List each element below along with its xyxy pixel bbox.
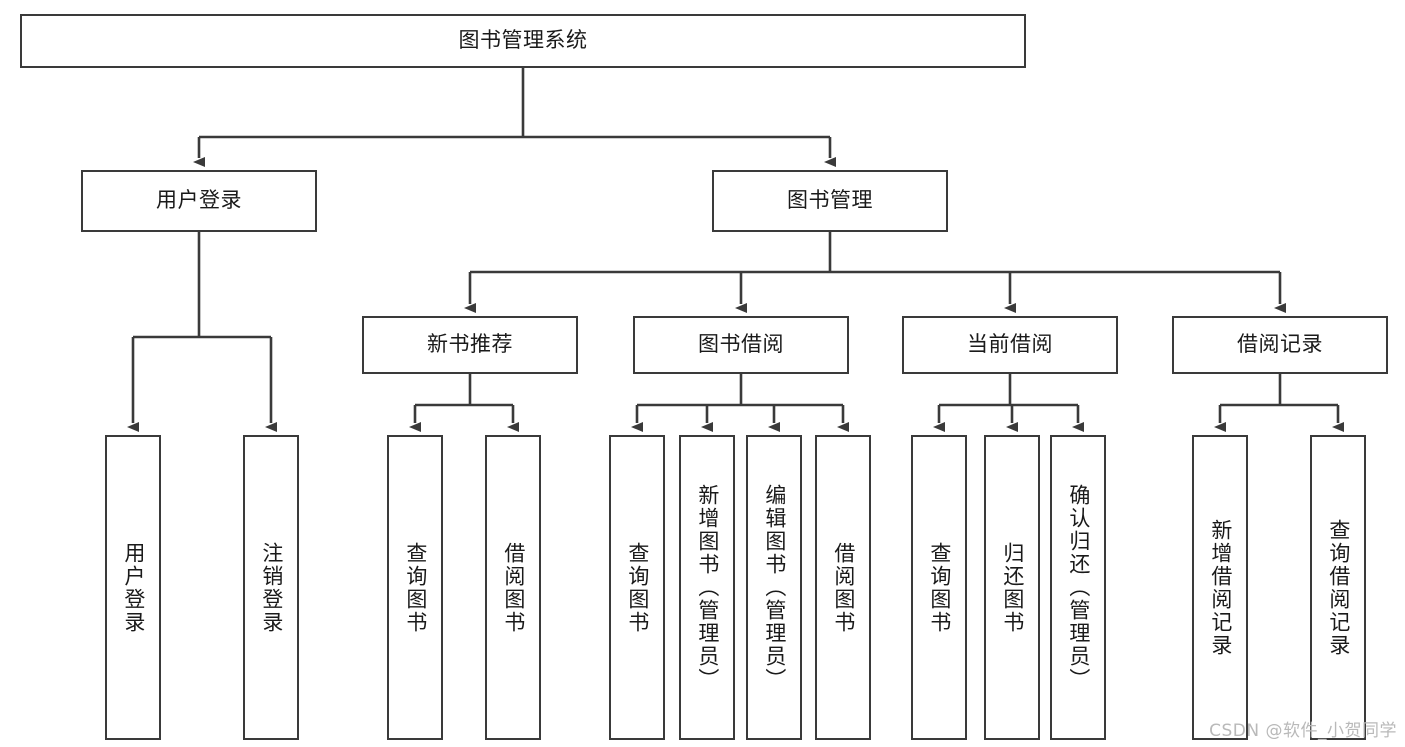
node-label: 用户登录: [156, 188, 242, 213]
node-logout-leaf[interactable]: 注销登录: [243, 435, 299, 740]
node-label: 查询图书: [927, 541, 952, 634]
watermark-text: CSDN @软件_小贺同学: [1209, 721, 1397, 741]
node-query-borrow-record[interactable]: 查询借阅记录: [1310, 435, 1366, 740]
node-book-management[interactable]: 图书管理: [712, 170, 948, 232]
node-label: 查询图书: [403, 541, 428, 634]
node-edit-book[interactable]: 编辑图书（管理员）: [746, 435, 802, 740]
node-user-login-leaf[interactable]: 用户登录: [105, 435, 161, 740]
node-add-book[interactable]: 新增图书（管理员）: [679, 435, 735, 740]
node-label: 借阅记录: [1237, 332, 1323, 357]
node-label: 借阅图书: [501, 541, 526, 634]
node-label: 图书管理: [787, 188, 873, 213]
node-borrow-book-2[interactable]: 借阅图书: [815, 435, 871, 740]
node-new-book-recommend[interactable]: 新书推荐: [362, 316, 578, 374]
node-label: 用户登录: [121, 541, 146, 634]
node-borrow-record[interactable]: 借阅记录: [1172, 316, 1388, 374]
node-label: 图书管理系统: [458, 28, 588, 53]
node-label: 图书借阅: [698, 332, 784, 357]
node-label: 归还图书: [1000, 541, 1025, 634]
node-query-book-3[interactable]: 查询图书: [911, 435, 967, 740]
node-label: 当前借阅: [967, 332, 1053, 357]
node-label: 查询借阅记录: [1326, 518, 1351, 657]
node-book-borrow[interactable]: 图书借阅: [633, 316, 849, 374]
node-label: 编辑图书（管理员）: [762, 484, 787, 691]
node-label: 确认归还（管理员）: [1066, 484, 1091, 691]
node-borrow-book-1[interactable]: 借阅图书: [485, 435, 541, 740]
node-return-book[interactable]: 归还图书: [984, 435, 1040, 740]
node-label: 查询图书: [625, 541, 650, 634]
node-label: 注销登录: [259, 541, 284, 634]
node-label: 新增借阅记录: [1208, 518, 1233, 657]
node-current-borrow[interactable]: 当前借阅: [902, 316, 1118, 374]
node-root[interactable]: 图书管理系统: [20, 14, 1026, 68]
node-label: 新增图书（管理员）: [695, 484, 720, 691]
node-query-book-2[interactable]: 查询图书: [609, 435, 665, 740]
node-confirm-return[interactable]: 确认归还（管理员）: [1050, 435, 1106, 740]
node-label: 借阅图书: [831, 541, 856, 634]
node-user-login[interactable]: 用户登录: [81, 170, 317, 232]
node-add-borrow-record[interactable]: 新增借阅记录: [1192, 435, 1248, 740]
node-label: 新书推荐: [427, 332, 513, 357]
node-query-book-1[interactable]: 查询图书: [387, 435, 443, 740]
